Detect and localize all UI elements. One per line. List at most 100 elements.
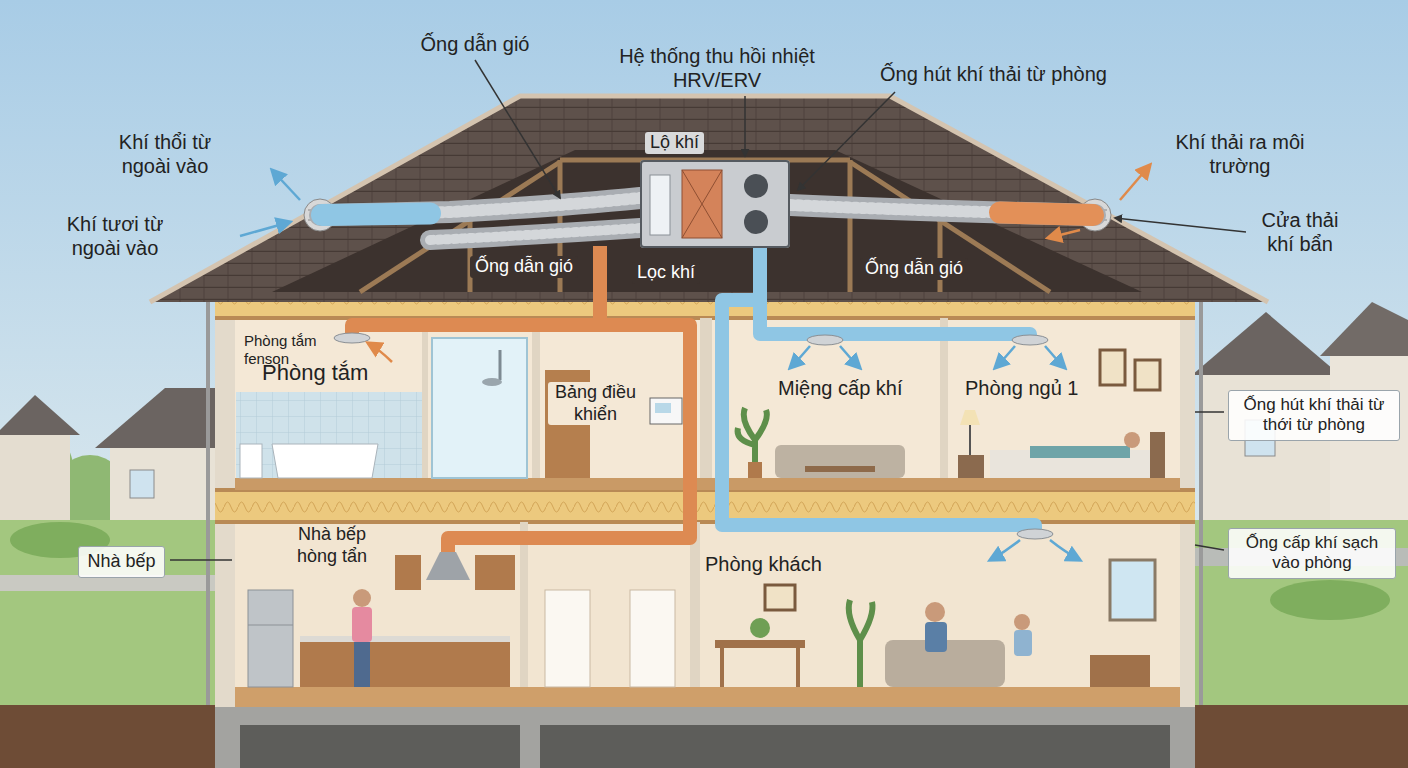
bedroom: [960, 410, 980, 425]
kitchen: [354, 642, 370, 687]
kitchen: [426, 552, 470, 580]
upper-living: [738, 408, 905, 478]
bedroom: [1124, 432, 1140, 448]
lower-living: [715, 640, 805, 648]
part-label: Bảng điều khiển: [548, 382, 643, 425]
house-walls: [208, 292, 1201, 768]
lower-living: [925, 602, 945, 622]
neighbour-houses: [0, 302, 1408, 530]
house-walls: [1199, 300, 1203, 705]
ceiling-vent: [334, 333, 370, 343]
callout-text: Ống cấp khí sạch vào phòng: [1237, 533, 1387, 574]
leader-line: [1195, 545, 1224, 550]
kitchen: [248, 590, 293, 687]
supply-pipe: [760, 248, 1030, 336]
kitchen: [395, 555, 421, 590]
hrv-unit: Hệ thống thu hồi nhiệt HRV/ERV: [640, 160, 790, 248]
part-label: Khí thải ra môi trường: [1170, 130, 1310, 178]
airflow-arrow: [1045, 346, 1065, 368]
supply-pipe: [722, 300, 1035, 530]
bedroom: [1150, 432, 1165, 478]
leader-line: [170, 60, 1246, 560]
part-label: Phòng tắm: [262, 360, 368, 386]
soil: [0, 705, 1408, 768]
house-walls: [206, 300, 210, 705]
flex-duct: [790, 205, 1095, 215]
ceiling-vent: [1012, 335, 1048, 345]
neighbour-houses: [130, 470, 154, 498]
lawn: [1270, 580, 1390, 620]
lower-living: [765, 585, 795, 610]
part-label: Nhà bếp hòng tẩn: [282, 524, 382, 567]
rafters: [850, 162, 1050, 292]
lower-living: [715, 560, 1155, 687]
part-label: Phòng khách: [705, 552, 822, 576]
lawn: [0, 520, 1408, 710]
house-walls: [540, 725, 1170, 768]
hall: [655, 403, 671, 413]
lower-living: [1014, 630, 1032, 656]
ceiling-vent: [807, 335, 843, 345]
part-label: Khí thổi từ ngoài vào: [95, 130, 235, 178]
bathroom: [432, 338, 527, 478]
part-label: Lộ khí: [645, 132, 704, 154]
part-label: Ống dẫn gió: [470, 256, 578, 278]
bedroom: [958, 350, 1165, 478]
callout-text: Nhà bếp: [87, 551, 156, 573]
airflow-arrow: [240, 222, 290, 236]
bathroom: [272, 444, 378, 478]
ceiling-vent: [334, 333, 1053, 539]
callout-box: Ống cấp khí sạch vào phòng: [1228, 528, 1396, 579]
hrv-unit-body: [744, 210, 768, 234]
bedroom: [1135, 360, 1160, 390]
house-walls: [235, 522, 1180, 687]
house-walls: [215, 490, 1195, 522]
roof: [150, 96, 1268, 302]
kitchen: [300, 640, 510, 687]
house-walls: [520, 522, 528, 687]
kitchen: [475, 555, 515, 590]
upper-living: [748, 462, 762, 478]
part-label: Lọc khí: [632, 262, 700, 284]
roof: [272, 150, 1142, 292]
callout-box: Nhà bếp: [78, 546, 165, 578]
airflow-arrow: [368, 343, 392, 362]
lower-living: [750, 618, 770, 638]
leader-line: [1195, 411, 1224, 413]
neighbour-houses: [0, 430, 70, 525]
soil: [0, 705, 1408, 768]
lower-living: [1110, 560, 1155, 620]
leader-line: [798, 92, 895, 190]
airflow-arrow: [840, 346, 860, 368]
part-label: Khí tươi từ ngoài vào: [40, 212, 190, 260]
upper-living: [805, 466, 875, 472]
bedroom: [958, 455, 984, 478]
callout-box: Ống hút khí thải từ thới từ phòng: [1228, 390, 1400, 441]
neighbour-houses: [110, 440, 215, 530]
lower-living: [849, 600, 873, 687]
kitchen: [545, 590, 590, 687]
leader-line: [475, 60, 560, 198]
house-walls: [532, 318, 540, 478]
flex-duct: [320, 198, 640, 215]
airflow-arrow: [990, 540, 1020, 560]
bedroom: [1100, 350, 1125, 385]
kitchen: [248, 625, 293, 626]
airflow-arrow: [995, 346, 1015, 368]
house-walls: [940, 318, 948, 478]
hall: [650, 398, 682, 424]
kitchen: [248, 552, 675, 687]
flex-duct: [320, 198, 640, 215]
bedroom: [1030, 446, 1130, 458]
upper-living: [738, 408, 767, 478]
kitchen: [300, 636, 510, 642]
house-walls: [235, 318, 1180, 490]
exhaust-pipe: [352, 246, 600, 334]
house-walls: [235, 687, 1180, 707]
lower-living: [1014, 614, 1030, 630]
hrv-unit-body: [682, 170, 722, 238]
part-label: Ống hút khí thải từ phòng: [880, 62, 1107, 86]
kitchen: [353, 589, 371, 607]
